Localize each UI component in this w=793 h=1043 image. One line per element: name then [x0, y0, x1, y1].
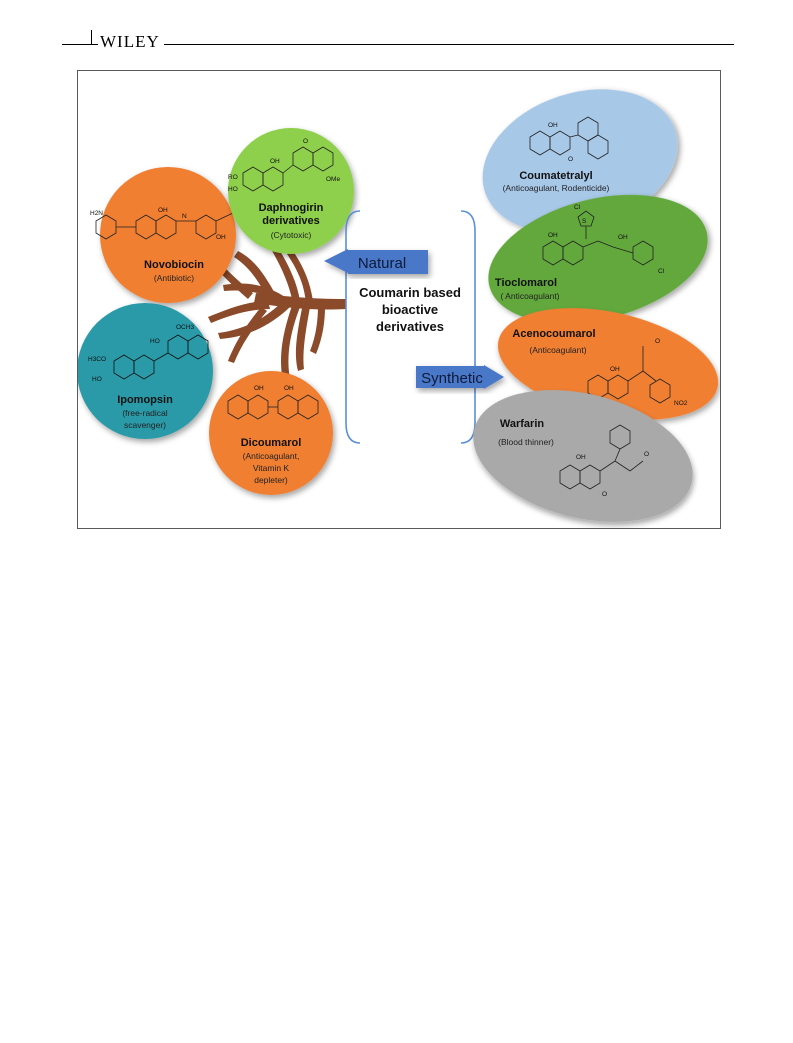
chem-label: NO2 — [674, 400, 688, 407]
natural-arrow: Natural — [324, 249, 428, 274]
figure-canvas: H2N OH N OH Novobiocin (Antibiotic) O OH… — [78, 89, 719, 522]
ipomopsin-name: Ipomopsin — [117, 394, 173, 406]
chem-label: O — [568, 156, 573, 163]
center-title-line2: bioactive — [382, 302, 438, 317]
chem-label: Cl — [658, 268, 665, 275]
ipomopsin-structure — [113, 334, 209, 380]
chem-label: O — [644, 451, 649, 458]
daphnogirin-name-line2: derivatives — [262, 215, 319, 227]
chem-label: OCH3 — [176, 324, 194, 331]
coumarin-figure: H2N OH N OH Novobiocin (Antibiotic) O OH… — [77, 70, 721, 529]
novobiocin-desc: (Antibiotic) — [154, 273, 194, 283]
chem-label: HO — [92, 376, 102, 383]
coumatetralyl-structure — [529, 116, 609, 160]
tioclomarol-ellipse — [488, 194, 708, 324]
dicoumarol-desc-line1: (Anticoagulant, — [243, 451, 300, 461]
acenocoumarol-name: Acenocoumarol — [512, 328, 595, 340]
header-rule — [62, 44, 734, 45]
chem-label: OH — [548, 122, 558, 129]
acenocoumarol-desc: (Anticoagulant) — [529, 345, 586, 355]
chem-label: RO — [228, 174, 238, 181]
chem-label: H3CO — [88, 356, 106, 363]
natural-compound-novobiocin: H2N OH N OH Novobiocin (Antibiotic) — [90, 167, 236, 303]
dicoumarol-structure — [227, 394, 319, 420]
novobiocin-structure — [95, 212, 234, 240]
chem-label: S — [582, 218, 587, 225]
publisher-logo: WILEY — [98, 32, 164, 52]
chem-label: OH — [158, 207, 168, 214]
chem-label: N — [182, 213, 187, 220]
chem-label: OH — [284, 385, 294, 392]
chem-label: Cl — [574, 204, 581, 211]
novobiocin-name: Novobiocin — [144, 259, 204, 271]
natural-arrow-label: Natural — [358, 255, 406, 272]
dicoumarol-desc-line2: Vitamin K — [253, 463, 290, 473]
ipomopsin-circle — [78, 303, 213, 439]
warfarin-name: Warfarin — [500, 418, 544, 430]
acenocoumarol-structure — [587, 346, 671, 404]
natural-compound-daphnogirin: O OH RO HO OMe Daphnogirin derivatives (… — [228, 128, 354, 254]
novobiocin-circle — [100, 167, 236, 303]
tioclomarol-name: Tioclomarol — [495, 277, 557, 289]
chem-label: O — [602, 491, 607, 498]
chem-label: OH — [618, 234, 628, 241]
chem-label: OMe — [326, 176, 340, 183]
chem-label: OH — [270, 158, 280, 165]
tioclomarol-desc: ( Anticoagulant) — [500, 291, 559, 301]
dicoumarol-circle — [209, 371, 333, 495]
synthetic-arrow-label: Synthetic — [421, 370, 483, 387]
chem-label: HO — [150, 338, 160, 345]
chem-label: O — [303, 138, 308, 145]
center-brackets — [345, 210, 476, 444]
page-header: WILEY — [62, 30, 736, 52]
chem-label: OH — [576, 454, 586, 461]
synthetic-arrow: Synthetic — [416, 365, 504, 389]
natural-compound-ipomopsin: OCH3 HO H3CO HO Ipomopsin (free-radical … — [78, 303, 213, 439]
natural-compound-dicoumarol: OH OH Dicoumarol (Anticoagulant, Vitamin… — [209, 371, 333, 495]
chem-label: HO — [228, 186, 238, 193]
coumatetralyl-desc: (Anticoagulant, Rodenticide) — [503, 183, 610, 193]
chem-label: O — [655, 338, 660, 345]
synthetic-compound-warfarin: OH O O Warfarin (Blood thinner) — [473, 390, 693, 522]
synthetic-compound-tioclomarol: Cl S OH OH Cl Tioclomarol ( Anticoagulan… — [488, 194, 708, 324]
warfarin-ellipse — [473, 390, 693, 522]
center-title-line1: Coumarin based — [359, 285, 461, 300]
chem-label: OH — [610, 366, 620, 373]
daphnogirin-structure — [242, 146, 334, 192]
dicoumarol-name: Dicoumarol — [241, 437, 302, 449]
warfarin-structure — [559, 424, 644, 490]
coumatetralyl-name: Coumatetralyl — [519, 170, 592, 182]
chem-label: OH — [548, 232, 558, 239]
daphnogirin-name: Daphnogirin — [259, 202, 324, 214]
daphnogirin-circle — [228, 128, 354, 254]
chem-label: H2N — [90, 210, 103, 217]
center-title-line3: derivatives — [376, 319, 444, 334]
daphnogirin-desc: (Cytotoxic) — [271, 230, 312, 240]
chem-label: OH — [216, 234, 226, 241]
header-tick — [91, 30, 92, 45]
chem-label: OH — [254, 385, 264, 392]
tree-branches — [208, 239, 346, 381]
ipomopsin-desc-line1: (free-radical — [122, 408, 167, 418]
ipomopsin-desc-line2: scavenger) — [124, 420, 166, 430]
warfarin-desc: (Blood thinner) — [498, 437, 554, 447]
dicoumarol-desc-line3: depleter) — [254, 475, 288, 485]
tioclomarol-structure — [542, 210, 654, 266]
